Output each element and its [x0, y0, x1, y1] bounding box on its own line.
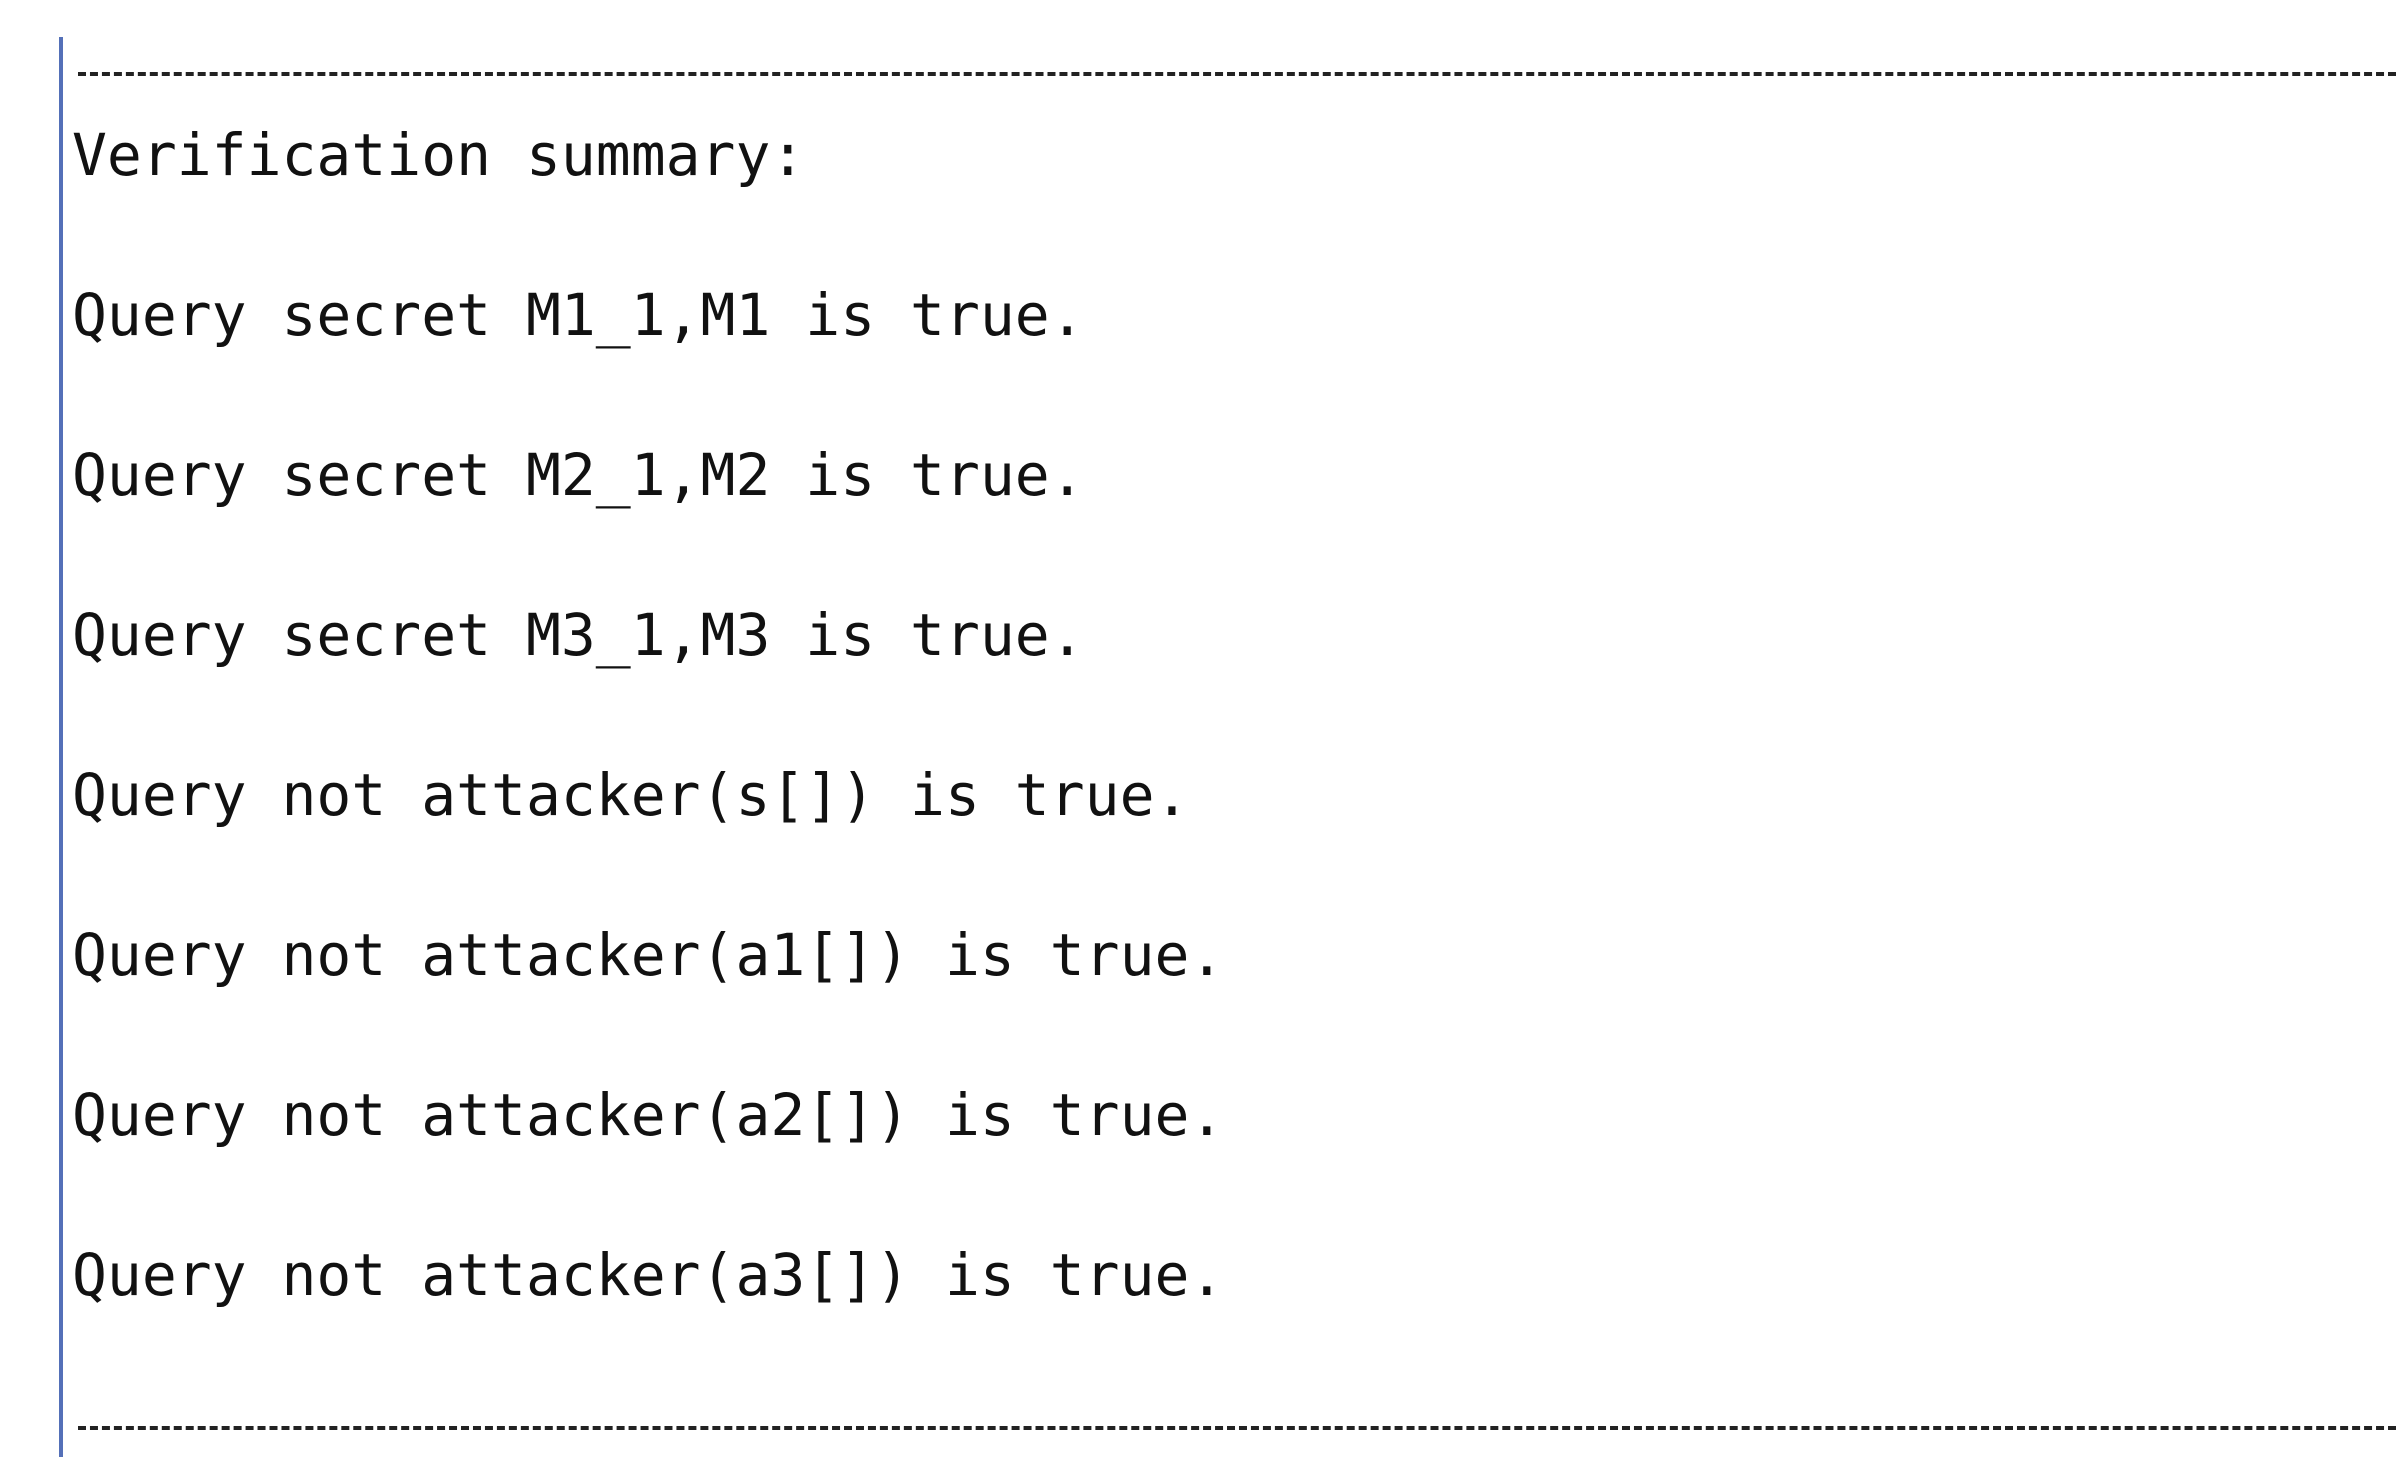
query-result-line: Query secret M1_1,M1 is true. — [72, 281, 1085, 349]
verification-summary-heading: Verification summary: — [72, 121, 806, 189]
query-result-line: Query secret M2_1,M2 is true. — [72, 441, 1085, 509]
separator-top — [78, 72, 2396, 76]
separator-bottom — [78, 1426, 2396, 1430]
panel-left-border — [59, 37, 63, 1457]
query-result-line: Query not attacker(a2[]) is true. — [72, 1081, 1225, 1149]
query-result-line: Query not attacker(a3[]) is true. — [72, 1241, 1225, 1309]
query-result-line: Query secret M3_1,M3 is true. — [72, 601, 1085, 669]
query-result-line: Query not attacker(a1[]) is true. — [72, 921, 1225, 989]
query-result-line: Query not attacker(s[]) is true. — [72, 761, 1190, 829]
